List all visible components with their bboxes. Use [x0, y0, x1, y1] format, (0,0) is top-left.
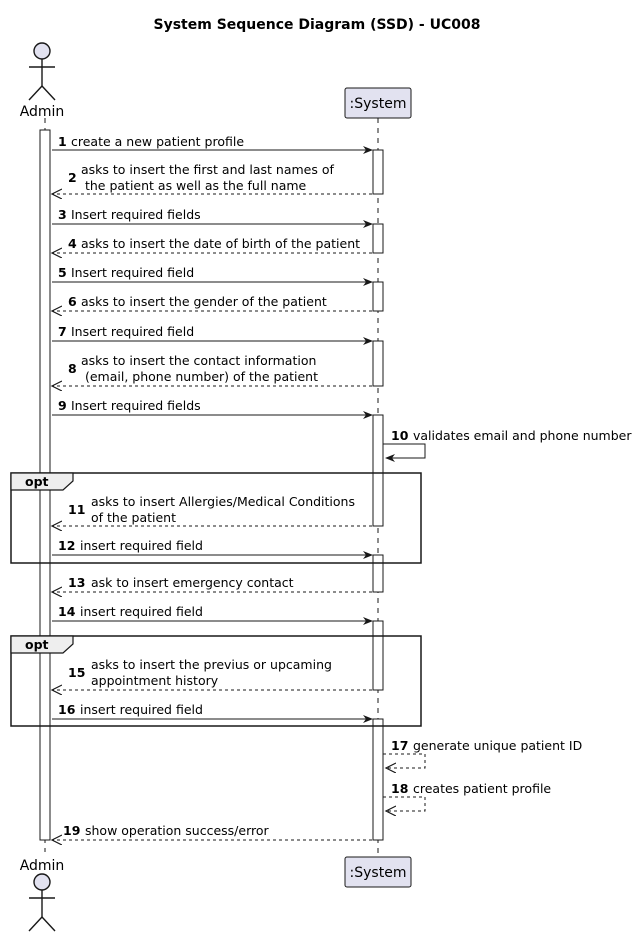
admin-label-top: Admin	[20, 104, 65, 120]
message-3: 3 Insert required fields	[52, 207, 373, 228]
message-number: 17	[391, 738, 408, 753]
message-number: 14	[58, 604, 76, 619]
message-14: 14 insert required field	[52, 604, 373, 625]
message-number: 9	[58, 398, 67, 413]
system-activation-bar	[372, 340, 384, 387]
message-19: 19 show operation success/error	[52, 823, 372, 840]
message-text: insert required field	[80, 702, 203, 717]
diagram-title: System Sequence Diagram (SSD) - UC008	[154, 17, 481, 33]
opt-label-1: opt	[25, 474, 49, 489]
message-text: insert required field	[80, 604, 203, 619]
message-text: asks to insert the gender of the patient	[81, 294, 327, 309]
message-text: asks to insert the previus or upcaming	[91, 657, 332, 672]
admin-label-bottom: Admin	[20, 858, 65, 874]
message-18: 18 creates patient profile	[383, 781, 551, 811]
self-arrow	[383, 443, 426, 462]
message-7: 7 Insert required field	[52, 324, 373, 345]
message-number: 7	[58, 324, 67, 339]
message-11: 11 asks to insert Allergies/Medical Condi…	[52, 494, 372, 526]
message-number: 6	[68, 294, 77, 309]
message-12: 12 insert required field	[52, 538, 373, 559]
message-text: ask to insert emergency contact	[91, 575, 294, 590]
system-activation-bar	[372, 620, 384, 691]
message-number: 18	[391, 781, 408, 796]
message-text: Insert required fields	[71, 398, 201, 413]
message-text: asks to insert the first and last names …	[81, 162, 335, 177]
message-text: Insert required field	[71, 324, 194, 339]
system-activation-bar	[372, 554, 384, 593]
opt-fragment-1: opt	[10, 472, 422, 564]
system-activation-bar	[372, 281, 384, 312]
message-number: 8	[68, 361, 77, 376]
message-number: 19	[63, 823, 80, 838]
message-number: 4	[68, 236, 77, 251]
message-text: asks to insert the contact information	[81, 353, 316, 368]
message-number: 2	[68, 170, 77, 185]
message-text: insert required field	[80, 538, 203, 553]
message-text: generate unique patient ID	[413, 738, 582, 753]
message-text: creates patient profile	[413, 781, 551, 796]
message-17: 17 generate unique patient ID	[383, 738, 582, 768]
message-13: 13 ask to insert emergency contact	[52, 575, 372, 592]
message-text: asks to insert Allergies/Medical Conditi…	[91, 494, 355, 509]
message-5: 5 Insert required field	[52, 265, 373, 286]
message-text: asks to insert the date of birth of the …	[81, 236, 360, 251]
system-activation-bar	[372, 149, 384, 195]
message-text: create a new patient profile	[71, 134, 244, 149]
message-text: validates email and phone number	[413, 428, 632, 443]
admin-actor-top	[28, 42, 56, 101]
message-number: 13	[68, 575, 85, 590]
message-4: 4 asks to insert the date of birth of the…	[52, 236, 372, 253]
system-activation-bar	[372, 718, 384, 841]
message-text: (email, phone number) of the patient	[81, 369, 318, 384]
message-text: Insert required fields	[71, 207, 201, 222]
self-arrow	[383, 753, 426, 768]
system-label-top: :System	[350, 96, 407, 112]
system-activation-bar	[372, 414, 384, 527]
message-1: 1 create a new patient profile	[52, 134, 373, 154]
message-text: the patient as well as the full name	[81, 178, 307, 193]
system-box-bottom	[344, 856, 412, 888]
opt-label-2: opt	[25, 637, 49, 652]
message-text: of the patient	[91, 510, 176, 525]
admin-actor-bottom	[28, 873, 56, 932]
self-arrow	[383, 796, 426, 811]
message-15: 15 asks to insert the previus or upcaming…	[52, 657, 372, 690]
message-text: Insert required field	[71, 265, 194, 280]
message-10: 10 validates email and phone number	[383, 428, 632, 462]
message-number: 5	[58, 265, 67, 280]
message-text: show operation success/error	[85, 823, 269, 838]
message-9: 9 Insert required fields	[52, 398, 373, 419]
message-number: 1	[58, 134, 67, 149]
opt-fragment-2: opt	[10, 635, 422, 727]
messages: 1 create a new patient profile 2 asks to in…	[52, 134, 632, 840]
message-number: 11	[68, 502, 85, 517]
system-box-top	[344, 87, 412, 119]
message-number: 3	[58, 207, 67, 222]
message-16: 16 insert required field	[52, 702, 373, 723]
message-6: 6 asks to insert the gender of the patien…	[52, 294, 372, 311]
message-text: appointment history	[91, 673, 219, 688]
message-number: 12	[58, 538, 75, 553]
system-activation-bar	[372, 223, 384, 254]
system-label-bottom: :System	[350, 865, 407, 881]
message-number: 16	[58, 702, 76, 717]
message-number: 10	[391, 428, 409, 443]
message-number: 15	[68, 665, 85, 680]
message-2: 2 asks to insert the first and last names…	[52, 162, 372, 194]
